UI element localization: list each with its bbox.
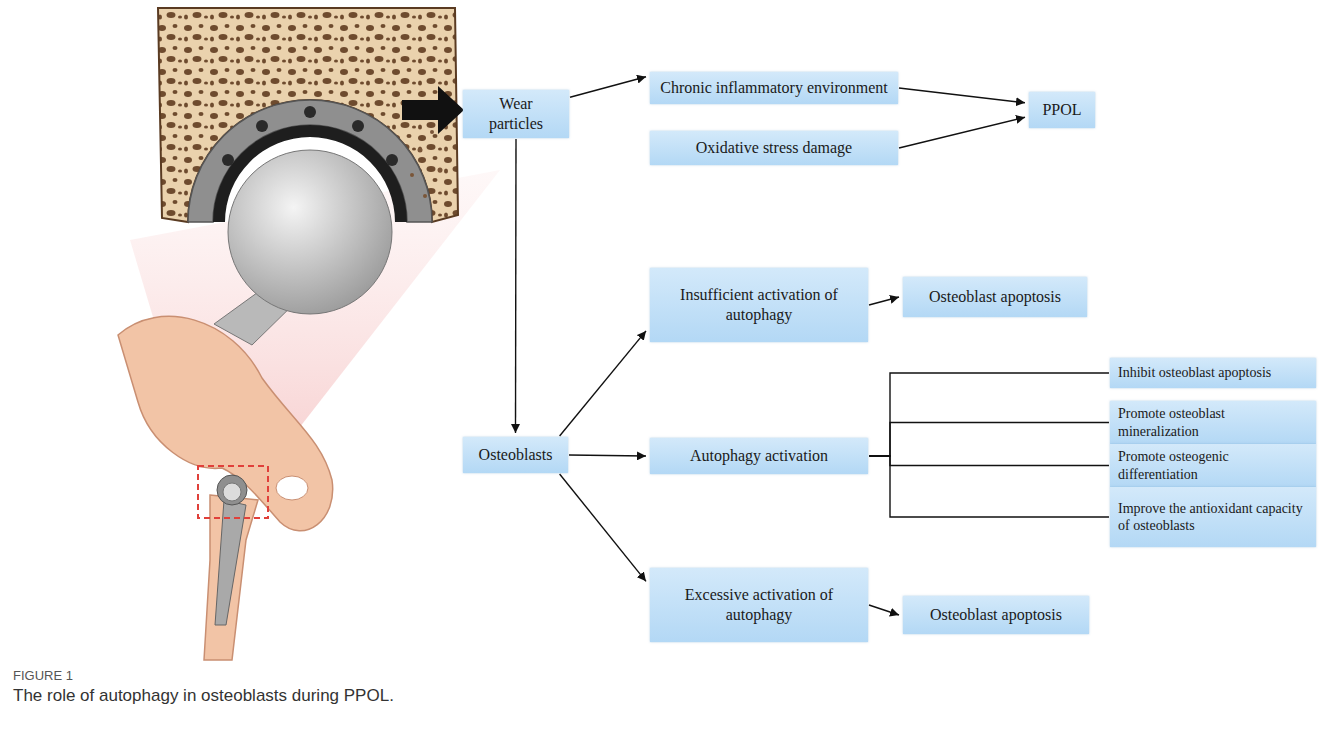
obturator-foramen (276, 476, 308, 500)
figure-caption: The role of autophagy in osteoblasts dur… (13, 686, 394, 706)
effect-box: Improve the antioxidant capacity of oste… (1110, 487, 1316, 547)
femur (204, 495, 258, 660)
process-box: Excessive activation of autophagy (650, 568, 868, 642)
bracket-line (869, 456, 1109, 466)
effect-box: Inhibit osteoblast apoptosis (1110, 358, 1316, 388)
process-box: PPOL (1029, 92, 1095, 128)
figure-number: FIGURE 1 (13, 668, 73, 683)
process-box: Oxidative stress damage (650, 131, 898, 165)
box-text: Inhibit osteoblast apoptosis (1118, 364, 1271, 382)
arrow-connector (570, 77, 646, 97)
effect-box: Promote osteoblast mineralization (1110, 401, 1316, 444)
process-box: Osteoblast apoptosis (903, 277, 1087, 317)
effect-box: Promote osteogenic differentiation (1110, 444, 1316, 487)
box-text: Oxidative stress damage (696, 138, 852, 158)
process-box: Insufficient activation of autophagy (650, 268, 868, 342)
box-text: Improve the antioxidant capacity of oste… (1118, 500, 1308, 535)
small-head (223, 483, 241, 501)
small-cup (217, 475, 247, 505)
box-text: Excessive activation of autophagy (658, 585, 860, 625)
box-text: Promote osteoblast mineralization (1118, 405, 1308, 440)
process-box: Osteoblast apoptosis (903, 596, 1089, 634)
arrow-connector (899, 117, 1025, 148)
arrow-connector (560, 474, 646, 581)
box-text: Osteoblast apoptosis (929, 287, 1061, 307)
box-text: Osteoblasts (479, 445, 553, 465)
box-text: Promote osteogenic differentiation (1118, 448, 1308, 483)
bracket-line (869, 456, 1109, 517)
pelvis (118, 316, 333, 530)
process-box: Osteoblasts (463, 437, 568, 473)
box-text: Insufficient activation of autophagy (658, 285, 860, 325)
box-text: Chronic inflammatory environment (660, 78, 888, 98)
big-arrow (402, 86, 464, 134)
process-box: Wear particles (463, 90, 569, 138)
arrow-connector (899, 88, 1025, 103)
arrow-connector (869, 297, 899, 305)
box-text: Wear particles (471, 94, 561, 134)
box-text: Autophagy activation (690, 446, 828, 466)
arrow-connector (569, 455, 646, 456)
zoom-box (198, 466, 268, 518)
bracket-line (869, 423, 1109, 457)
arrow-connector (560, 331, 646, 436)
box-text: PPOL (1042, 100, 1081, 120)
process-box: Chronic inflammatory environment (650, 72, 898, 104)
arrow-connector (869, 605, 899, 615)
process-box: Autophagy activation (650, 438, 868, 474)
bracket-line (869, 373, 1109, 456)
box-text: Osteoblast apoptosis (930, 605, 1062, 625)
femoral-head (228, 150, 392, 314)
arrow-connector (515, 139, 517, 433)
